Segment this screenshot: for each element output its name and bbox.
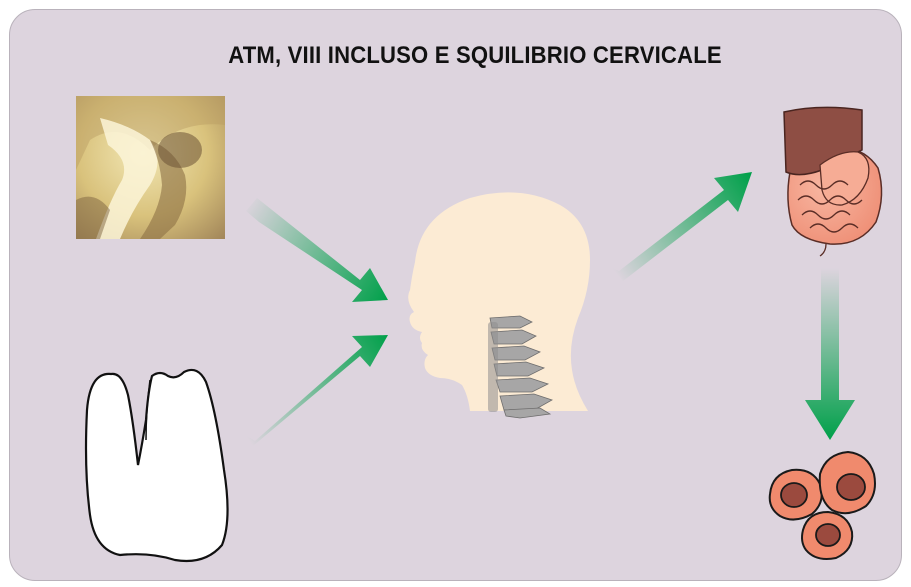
gradient-arrow-icon [246, 198, 388, 302]
molar-tooth-icon [86, 370, 228, 561]
gradient-arrow-icon [805, 268, 855, 440]
tmj-photo-icon [76, 96, 225, 239]
head-cervical-spine-icon [408, 192, 590, 418]
gradient-arrow-icon [612, 172, 752, 281]
gradient-arrow-icon [242, 335, 388, 446]
cells-icon [770, 452, 875, 559]
digestive-organs-icon [784, 107, 882, 256]
